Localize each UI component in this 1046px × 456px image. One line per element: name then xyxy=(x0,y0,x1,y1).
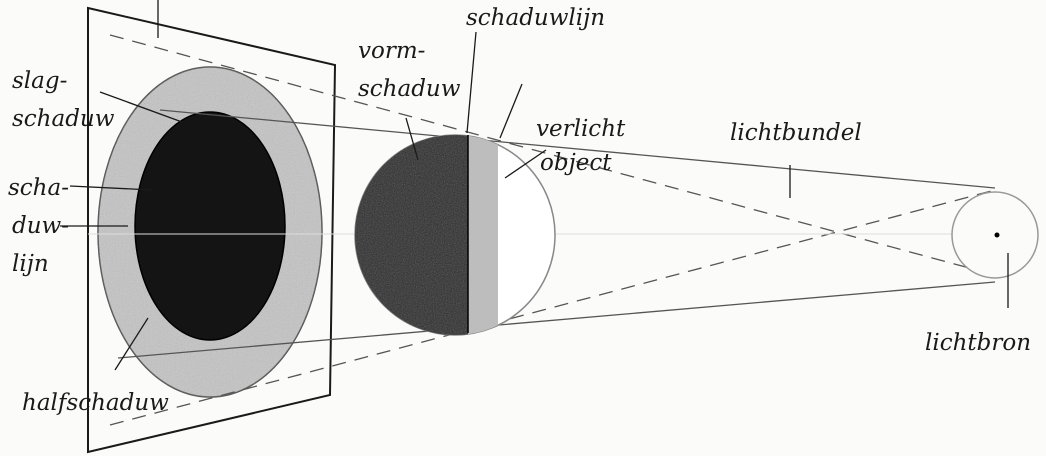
core-shadow-ellipse xyxy=(134,111,286,341)
form-shadow-texture xyxy=(355,135,468,335)
label-schaduwlijn-left-1: scha- xyxy=(8,175,69,201)
label-slagschaduw-2: schaduw xyxy=(12,106,115,132)
label-schaduwlijn-left-2: duw- xyxy=(12,213,69,239)
label-schaduwlijn-left-3: lijn xyxy=(12,251,49,277)
dashed-ray-top xyxy=(109,34,996,276)
label-lichtbron: lichtbron xyxy=(925,330,1031,356)
shadow-line-band xyxy=(468,135,498,335)
label-slagschaduw-1: slag- xyxy=(12,68,67,94)
label-schaduwlijn-top: schaduwlijn xyxy=(466,5,605,31)
dashed-ray-bottom xyxy=(109,189,996,426)
light-bundle-bottom-line xyxy=(117,281,996,359)
label-vormschaduw-1: vorm- xyxy=(358,38,425,64)
projection-screen xyxy=(87,6,337,454)
leader-lines xyxy=(60,0,1009,371)
label-lichtbundel: lichtbundel xyxy=(730,120,862,146)
light-source-dot xyxy=(994,232,1000,238)
light-bundle-top-line xyxy=(159,109,996,189)
sphere-object xyxy=(354,134,556,336)
label-vormschaduw-2: schaduw xyxy=(358,76,461,102)
label-verlicht-object-2: object xyxy=(540,150,612,176)
label-halfschaduw: halfschaduw xyxy=(22,390,169,416)
label-verlicht-object-1: verlicht xyxy=(536,116,626,142)
